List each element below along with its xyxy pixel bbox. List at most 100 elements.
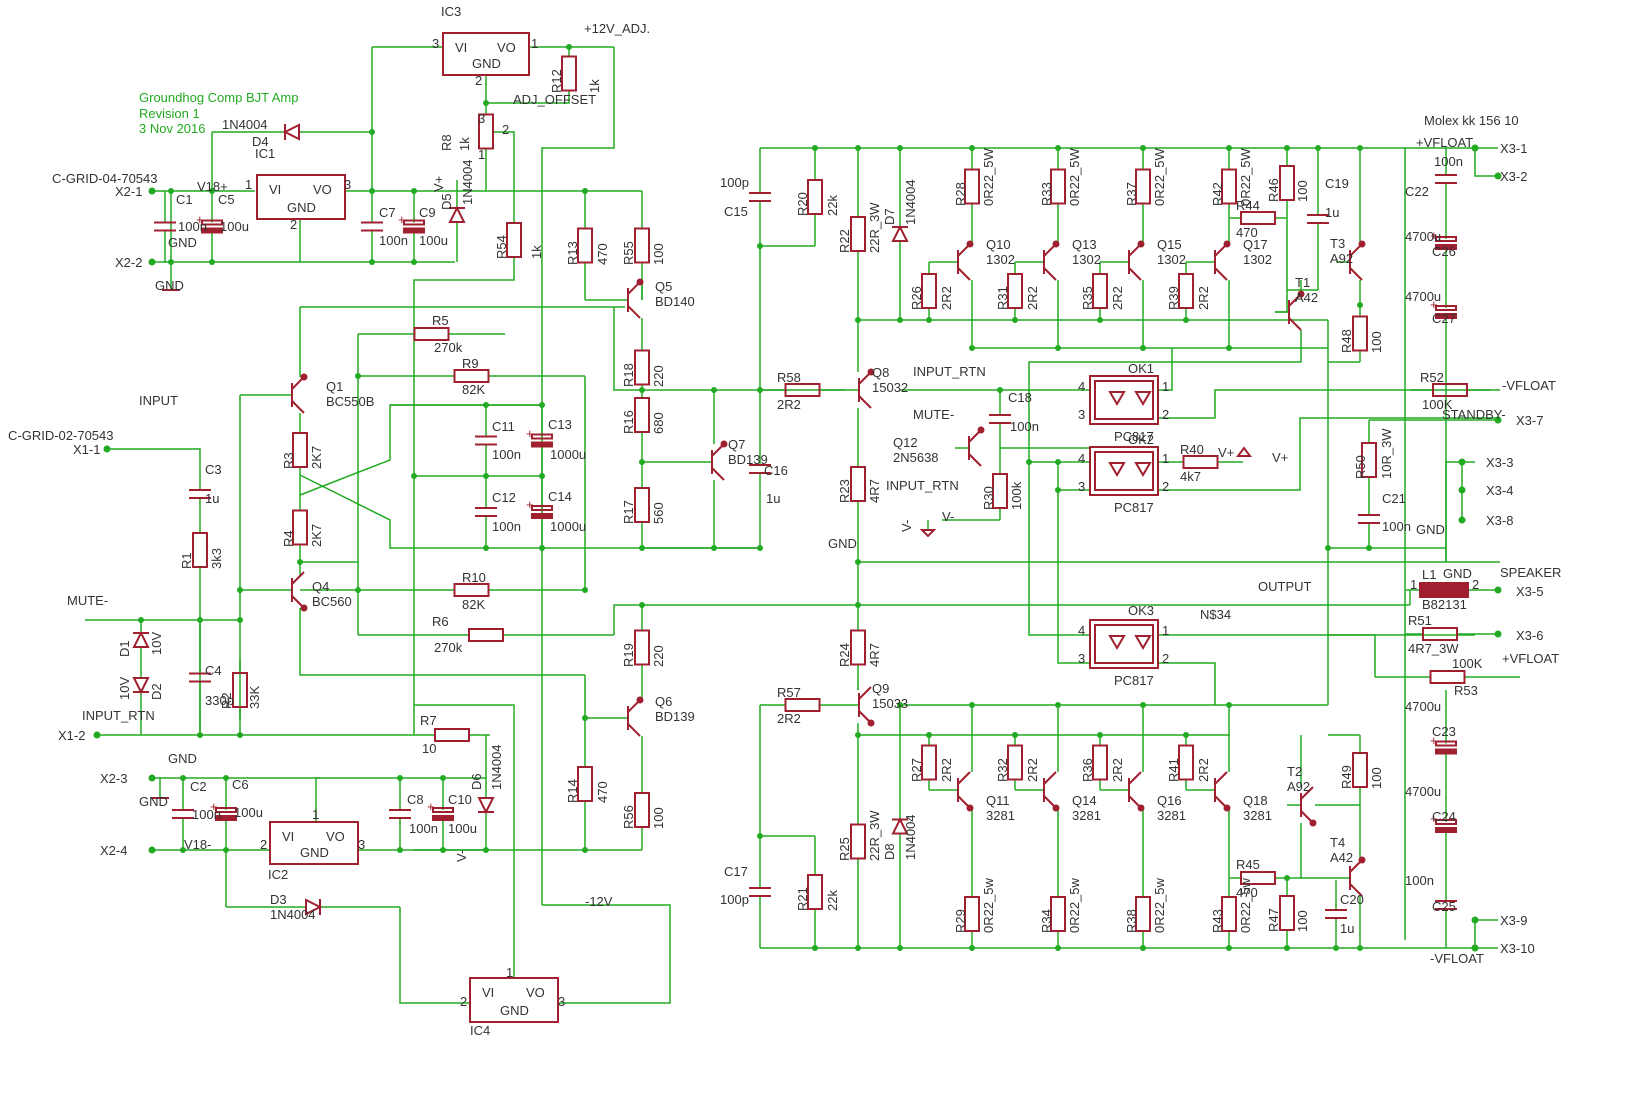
value-q14: 3281 (1072, 808, 1101, 823)
ref-r45: R45 (1236, 857, 1260, 872)
wire (1158, 662, 1216, 705)
opto-led (1108, 635, 1126, 650)
junction-dot (969, 945, 975, 951)
value-t2: A92 (1287, 779, 1311, 794)
junction-dot (411, 473, 417, 479)
pin-number: 2 (502, 122, 510, 137)
diode-d4 (282, 123, 300, 141)
junction-dot (1284, 145, 1290, 151)
value-r53: 100K (1452, 656, 1483, 671)
wire (1445, 461, 1475, 562)
ref-d2: D2 (149, 683, 164, 700)
ref-r22: R22 (837, 229, 852, 253)
resistor-r45 (1240, 871, 1276, 885)
resistor-r8 (478, 113, 494, 150)
value-r55: 100 (651, 242, 666, 265)
ref-c15: C15 (724, 204, 748, 219)
title-line-2: Revision 1 (139, 106, 200, 121)
pin-number: 2 (1472, 577, 1480, 592)
junction-dot (812, 945, 818, 951)
resistor-r52 (1432, 383, 1468, 397)
junction-dot (1226, 702, 1232, 708)
net-vfloat-m: -VFLOAT (1502, 378, 1556, 393)
pin-number: 1 (478, 147, 486, 162)
polarity-mark: + (210, 799, 218, 814)
net-input-rtn: INPUT_RTN (82, 708, 155, 723)
value-r16: 680 (651, 412, 666, 434)
ref-c27: C27 (1432, 311, 1456, 326)
junction-dot (1284, 945, 1290, 951)
ref-r44: R44 (1236, 198, 1260, 213)
ref-c19: C19 (1325, 176, 1349, 191)
ref-d4: D4 (252, 134, 269, 149)
value-r19: 220 (651, 644, 666, 667)
ref-q9: Q9 (872, 681, 890, 696)
value-c6: 100u (234, 805, 263, 820)
net-gnd: GND (828, 536, 857, 551)
value-q9: 15033 (872, 696, 909, 711)
ref-q12: Q12 (893, 435, 918, 450)
resistor-r34 (1050, 896, 1066, 932)
value-r28: 0R22_5W (981, 147, 996, 206)
junction-dot (483, 847, 489, 853)
connector-pin (148, 187, 156, 195)
connector-input: C-GRID-02-70543 (8, 428, 114, 443)
value-c10: 100u (448, 821, 477, 836)
net-output: OUTPUT (1258, 579, 1312, 594)
ref-r9: R9 (462, 356, 479, 371)
value-d7: 1N4004 (903, 179, 918, 225)
ref-r7: R7 (420, 713, 437, 728)
ref-l1: L1 (1422, 567, 1437, 582)
value-d5: 1N4004 (460, 159, 475, 205)
ref-r38: R38 (1124, 909, 1139, 933)
value-r25: 22R_3W (867, 809, 882, 861)
value-r8: 1k (457, 136, 472, 151)
ref-d7: D7 (882, 208, 897, 225)
wire (485, 75, 570, 104)
value-r54: 1k (529, 245, 544, 259)
junction-dot (1459, 517, 1465, 523)
value-q10: 1302 (986, 252, 1015, 267)
wire (1474, 920, 1498, 949)
net-vfloat-p: +VFLOAT (1416, 135, 1474, 150)
diode-d7 (891, 224, 909, 242)
value-r14: 470 (595, 781, 610, 803)
junction-dot (237, 587, 243, 593)
junction-dot (1357, 302, 1363, 308)
ref-r26: R26 (909, 286, 924, 310)
value-r27: 2R2 (939, 757, 954, 782)
resistor-r3 (292, 432, 308, 468)
transistor-arrow (636, 696, 644, 704)
value-r48: 100 (1369, 330, 1384, 353)
junction-dot (369, 188, 375, 194)
opto-led (1134, 635, 1152, 650)
ref-t1: T1 (1295, 275, 1311, 290)
connector-pin-x3-9: X3-9 (1500, 913, 1528, 928)
ref-q13: Q13 (1072, 237, 1097, 252)
inductor-l1 (1419, 582, 1469, 598)
value-c8: 100n (409, 821, 438, 836)
ref-c12: C12 (492, 490, 516, 505)
ref-d8: D8 (882, 843, 897, 860)
resistor-r32 (1007, 744, 1023, 781)
transistor-lead (627, 723, 641, 737)
value-r24: 4R7 (867, 642, 882, 667)
junction-dot (1284, 875, 1290, 881)
connector-pin-x2-3: X2-3 (100, 771, 128, 786)
junction-dot (1357, 145, 1363, 151)
junction-dot (483, 545, 489, 551)
transistor-arrow (1052, 804, 1060, 812)
resistor-r19 (634, 629, 650, 666)
pin-gnd: GND (300, 845, 329, 860)
ref-r30: R30 (981, 486, 996, 510)
value-l1: B82131 (1422, 597, 1467, 612)
junction-dot (855, 945, 861, 951)
ref-r34: R34 (1039, 909, 1054, 933)
transistor-arrow (867, 719, 875, 727)
junction-dot (926, 317, 932, 323)
pin-vi: VI (282, 829, 295, 844)
value-c14: 1000u (550, 519, 587, 534)
value-r45: 470 (1236, 885, 1258, 900)
pin-gnd: GND (287, 200, 316, 215)
ref-r3: R3 (281, 452, 296, 469)
